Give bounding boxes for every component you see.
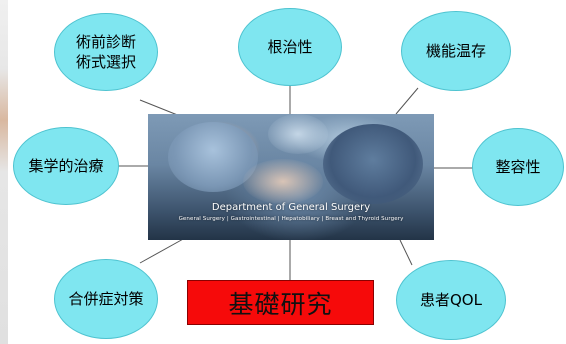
background-photo-edge xyxy=(0,0,8,344)
node-multidisciplinary-label: 集学的治療 xyxy=(28,156,104,175)
basic-research-label: 基礎研究 xyxy=(228,289,333,319)
photo-title: Department of General Surgery xyxy=(211,202,371,213)
node-patient-qol: 患者QOL xyxy=(396,260,506,340)
node-curability: 根治性 xyxy=(238,8,342,86)
node-function-preservation-label: 機能温存 xyxy=(425,41,486,60)
node-patient-qol-label: 患者QOL xyxy=(420,290,482,309)
photo-subtitle: General Surgery | Gastrointestinal | Hep… xyxy=(178,216,404,222)
node-cosmetic-label: 整容性 xyxy=(495,157,541,176)
node-diagnosis-label: 術前診断 xyxy=(75,32,136,51)
surgery-photo: Department of General Surgery General Su… xyxy=(148,114,434,240)
node-cosmetic-outcome: 整容性 xyxy=(472,128,564,206)
connector-bottom-left xyxy=(139,237,186,264)
node-complication-label: 合併症対策 xyxy=(68,289,144,308)
node-multidisciplinary-treatment: 集学的治療 xyxy=(13,127,119,205)
basic-research-box: 基礎研究 xyxy=(187,280,374,325)
node-procedure-label: 術式選択 xyxy=(75,53,136,71)
node-diagnosis-procedure: 術前診断 術式選択 xyxy=(54,13,158,91)
node-complication-management: 合併症対策 xyxy=(54,259,158,339)
connector-bottom-right xyxy=(399,239,413,266)
node-curability-label: 根治性 xyxy=(267,37,313,56)
node-function-preservation: 機能温存 xyxy=(401,11,511,91)
connector-top-right xyxy=(395,87,419,115)
